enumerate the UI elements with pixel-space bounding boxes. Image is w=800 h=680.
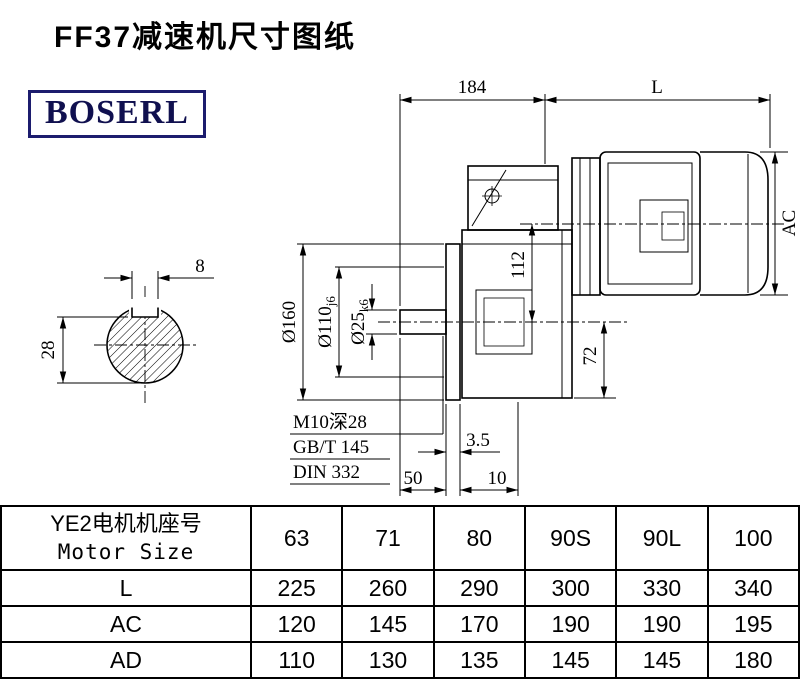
output-shaft <box>399 309 447 335</box>
fan-cowl <box>700 151 769 296</box>
dim-spigot-od: Ø110j6 <box>315 296 338 348</box>
row-label: AD <box>0 641 252 679</box>
cell: 110 <box>249 641 344 679</box>
thread-notes: M10深28 GB/T 145 DIN 332 <box>290 336 444 485</box>
header-line-en: Motor Size <box>57 540 195 564</box>
motor-body <box>599 151 701 296</box>
brand-logo: BOSERL <box>28 90 206 138</box>
cell: 260 <box>341 569 435 607</box>
col-header: 71 <box>341 505 435 571</box>
dim-key-depth: 28 <box>38 341 59 360</box>
dim-foot-height: 72 <box>580 347 601 366</box>
cell: 135 <box>432 641 526 679</box>
dim-flange-lip: 3.5 <box>466 430 490 451</box>
motor-adapter <box>571 157 601 296</box>
note-din-standard: DIN 332 <box>293 462 360 483</box>
cell: 330 <box>615 569 709 607</box>
cell: 340 <box>706 569 800 607</box>
col-header: 90S <box>523 505 618 571</box>
motor-size-header-cell: YE2电机机座号 Motor Size <box>0 505 252 571</box>
dim-shaft-length: 50 <box>404 468 423 489</box>
cell: 300 <box>523 569 618 607</box>
cell: 225 <box>249 569 344 607</box>
cell: 145 <box>523 641 618 679</box>
row-label: AC <box>0 605 252 643</box>
foot-height-dimension: 72 <box>574 322 616 399</box>
shaft-cross-section: 8 28 <box>38 256 214 384</box>
bottom-dimensions: 3.5 50 10 <box>399 338 519 496</box>
technical-drawing: 8 28 184 L AC <box>38 77 800 496</box>
top-dimensions: 184 L <box>399 77 771 306</box>
col-header: 80 <box>432 505 526 571</box>
col-header: 90L <box>615 505 709 571</box>
table-row-L: L 225 260 290 300 330 340 <box>0 569 800 607</box>
dim-key-width: 8 <box>195 256 205 277</box>
dim-top-width: 184 <box>458 77 487 98</box>
note-thread: M10深28 <box>293 411 367 433</box>
cell: 195 <box>706 605 800 643</box>
page-title: FF37减速机尺寸图纸 <box>54 21 357 54</box>
motor-size-table: YE2电机机座号 Motor Size 63 71 80 90S 90L 100… <box>0 505 800 679</box>
row-label: L <box>0 569 252 607</box>
dim-flange-od: Ø160 <box>279 301 300 343</box>
cell: 190 <box>615 605 709 643</box>
motor <box>571 151 769 296</box>
dim-offset: 10 <box>488 468 507 489</box>
gearbox-housing <box>399 165 573 401</box>
dim-axis-height: 112 <box>508 251 529 279</box>
table-row-AD: AD 110 130 135 145 145 180 <box>0 641 800 679</box>
ac-dimension: AC <box>760 151 800 296</box>
cell: 180 <box>706 641 800 679</box>
note-gb-standard: GB/T 145 <box>293 437 369 458</box>
axis-height-dimension: 112 <box>508 224 536 322</box>
cell: 130 <box>341 641 435 679</box>
table-row-AC: AC 120 145 170 190 190 195 <box>0 605 800 643</box>
cell: 145 <box>341 605 435 643</box>
col-header: 63 <box>249 505 344 571</box>
dim-shaft-od: Ø25k6 <box>348 299 371 345</box>
cell: 190 <box>523 605 618 643</box>
table-header-row: YE2电机机座号 Motor Size 63 71 80 90S 90L 100 <box>0 505 800 571</box>
cell: 170 <box>432 605 526 643</box>
cell: 290 <box>432 569 526 607</box>
header-line-cn: YE2电机机座号 <box>50 511 202 536</box>
cell: 120 <box>249 605 344 643</box>
col-header: 100 <box>706 505 800 571</box>
cell: 145 <box>615 641 709 679</box>
dim-motor-height: AC <box>779 210 800 236</box>
diameter-dimensions: Ø160 Ø110j6 Ø25k6 <box>279 243 444 401</box>
dim-motor-length: L <box>651 77 663 98</box>
